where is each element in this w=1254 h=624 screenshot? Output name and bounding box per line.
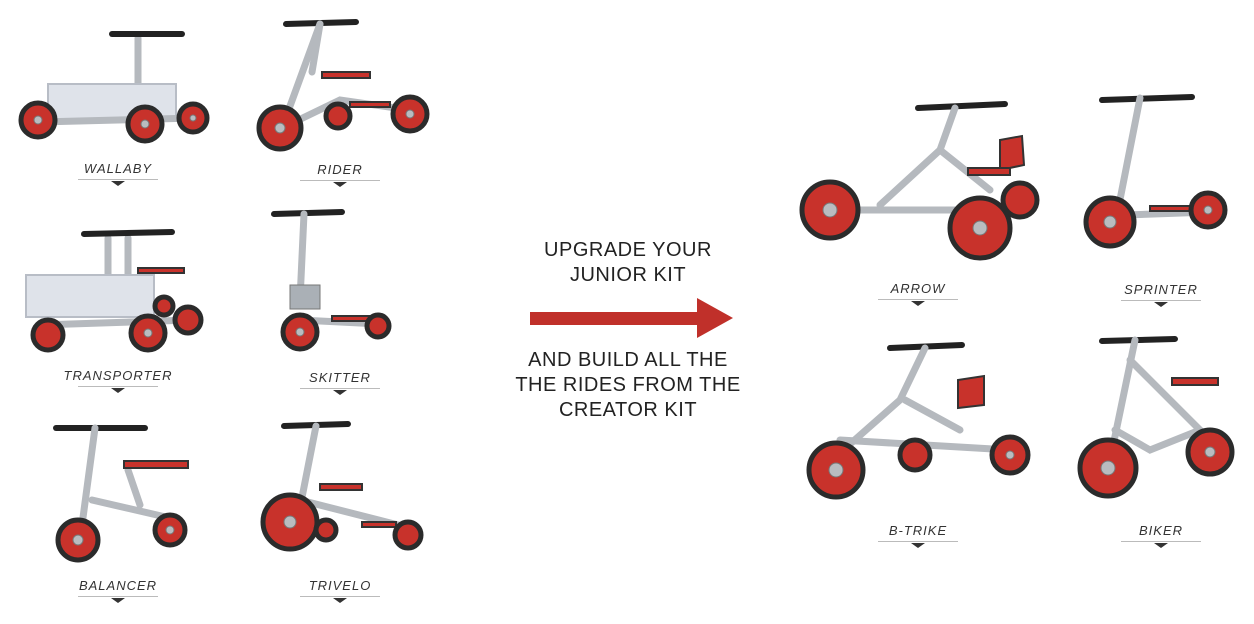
upgrade-message: UPGRADE YOUR JUNIOR KIT bbox=[498, 238, 758, 288]
build-line-3: CREATOR KIT bbox=[558, 399, 698, 421]
b-trike-image bbox=[806, 342, 1031, 500]
ride-label-arrow: ARROW bbox=[858, 281, 978, 306]
upgrade-arrow-icon bbox=[530, 298, 733, 338]
chevron-down-icon bbox=[333, 598, 347, 603]
chevron-down-icon bbox=[333, 390, 347, 395]
chevron-down-icon bbox=[111, 388, 125, 393]
balancer-image bbox=[53, 424, 189, 563]
chevron-down-icon bbox=[111, 181, 125, 186]
ride-label-sprinter: SPRINTER bbox=[1101, 282, 1221, 307]
upgrade-line-1: UPGRADE YOUR bbox=[544, 239, 712, 261]
upgrade-line-2: JUNIOR KIT bbox=[569, 264, 687, 286]
ride-label-b-trike: B-TRIKE bbox=[858, 523, 978, 548]
build-message: AND BUILD ALL THE THE RIDES FROM THE CRE… bbox=[498, 348, 758, 423]
build-line-1: AND BUILD ALL THE bbox=[528, 349, 728, 371]
chevron-down-icon bbox=[911, 301, 925, 306]
biker-image bbox=[1077, 336, 1235, 499]
chevron-down-icon bbox=[911, 543, 925, 548]
chevron-down-icon bbox=[1154, 543, 1168, 548]
ride-label-balancer: BALANCER bbox=[58, 578, 178, 603]
build-line-2: THE RIDES FROM THE bbox=[515, 374, 741, 396]
chevron-down-icon bbox=[111, 598, 125, 603]
skitter-image bbox=[271, 209, 392, 352]
ride-label-trivelo: TRIVELO bbox=[280, 578, 400, 603]
ride-label-biker: BIKER bbox=[1101, 523, 1221, 548]
ride-label-skitter: SKITTER bbox=[280, 370, 400, 395]
rider-image bbox=[256, 19, 430, 152]
ride-label-transporter: TRANSPORTER bbox=[58, 368, 178, 393]
chevron-down-icon bbox=[1154, 302, 1168, 307]
trivelo-image bbox=[260, 421, 424, 552]
transporter-image bbox=[25, 229, 204, 353]
wallaby-image bbox=[18, 31, 210, 144]
ride-label-wallaby: WALLABY bbox=[58, 161, 178, 186]
ride-label-rider: RIDER bbox=[280, 162, 400, 187]
sprinter-image bbox=[1083, 94, 1228, 249]
arrow-image bbox=[799, 101, 1040, 261]
chevron-down-icon bbox=[333, 182, 347, 187]
